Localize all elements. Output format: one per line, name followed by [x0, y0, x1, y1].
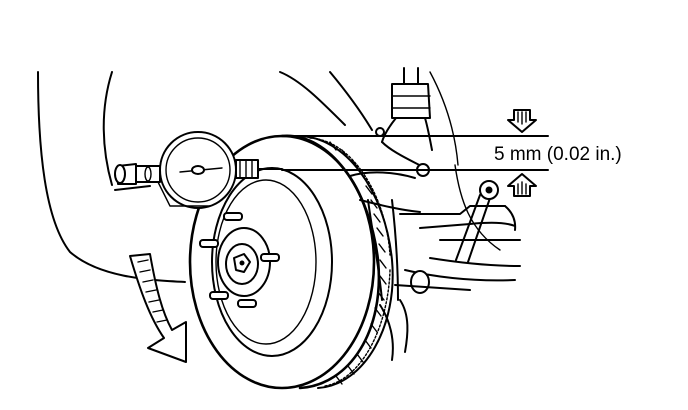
rotation-arrow — [129, 253, 187, 363]
arrow-down-icon — [507, 109, 537, 133]
wheel-stud — [260, 253, 280, 262]
wheel-hub — [199, 212, 280, 308]
wheel-stud — [209, 291, 229, 300]
wheel-stud — [199, 239, 219, 248]
suspension-linkage — [349, 141, 521, 361]
runout-measurement: 5 mm (0.02 in.) — [281, 109, 622, 197]
rotor-vent-ticks — [329, 141, 387, 385]
brake-rotor — [188, 134, 394, 390]
measurement-label: 5 mm (0.02 in.) — [494, 144, 622, 165]
arrow-up-icon — [507, 173, 537, 197]
dial-indicator — [114, 131, 283, 209]
wheel-stud — [237, 299, 257, 308]
strut-assembly — [375, 67, 433, 151]
wheel-stud — [223, 212, 243, 221]
